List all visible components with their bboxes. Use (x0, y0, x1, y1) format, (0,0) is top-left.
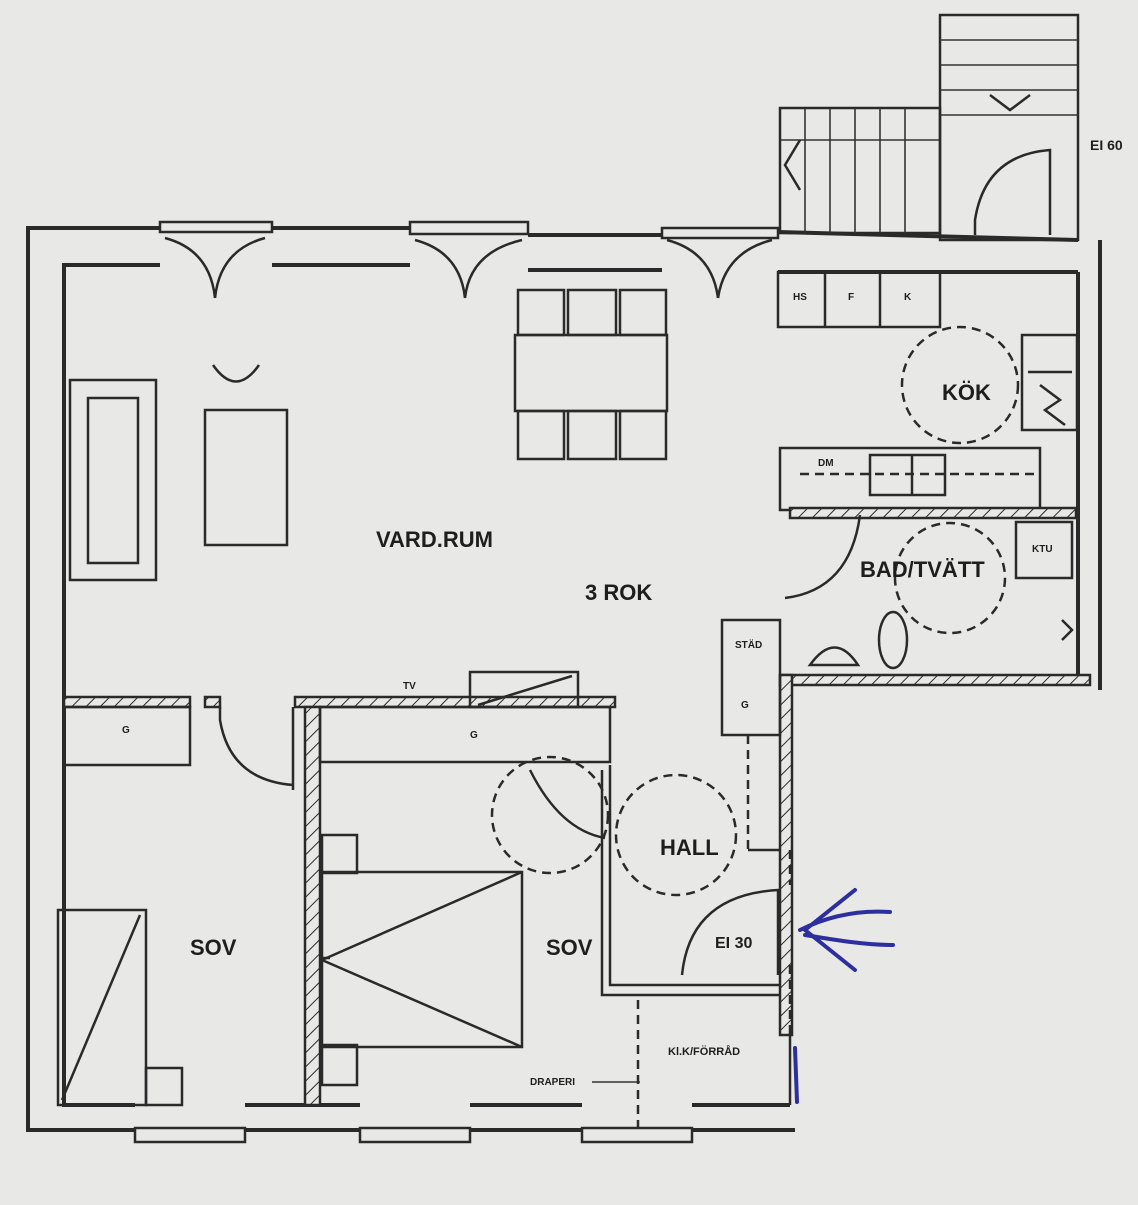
room-label-bedroom-left: SOV (190, 935, 237, 960)
fixture-label-f: F (848, 292, 854, 303)
fire-rating-stair-door: EI 60 (1090, 137, 1123, 153)
bathroom (778, 506, 1092, 1037)
room-label-living: VARD.RUM (376, 527, 493, 552)
fire-rating-entrance-door: EI 30 (715, 935, 752, 952)
fixture-label-g-left: G (122, 725, 130, 736)
room-label-kitchen: KÖK (942, 380, 991, 405)
interior-walls (56, 670, 617, 1107)
entrance-arrow-marker (793, 888, 895, 1104)
fixture-label-hs: HS (793, 292, 807, 303)
fixture-label-g-closet: G (741, 700, 749, 711)
room-label-hall: HALL (660, 835, 719, 860)
bedroom-right (320, 755, 780, 1087)
stairwell (778, 13, 1080, 242)
fixture-label-dm: DM (818, 458, 834, 469)
kitchen (776, 270, 1079, 512)
room-label-bedroom-right: SOV (546, 935, 593, 960)
fixture-label-tv: TV (403, 681, 416, 692)
room-label-bath: BAD/TVÄTT (860, 557, 985, 582)
windows (133, 220, 780, 1144)
fixture-label-ktu: KTU (1032, 544, 1053, 555)
fixture-label-stad: STÄD (735, 638, 762, 651)
fixture-label-k: K (904, 292, 912, 303)
outer-walls (26, 226, 1102, 1132)
room-label-storage: Kl.K/FÖRRÅD (668, 1045, 740, 1058)
fixture-label-draperi: DRAPERI (530, 1077, 575, 1088)
labels: VARD.RUM 3 ROK KÖK BAD/TVÄTT HALL SOV SO… (122, 137, 1123, 1088)
hall (592, 618, 792, 1130)
living-room-furniture (68, 364, 289, 582)
fixture-label-g-center: G (470, 730, 478, 741)
dining-table (513, 288, 669, 461)
apartment-type-label: 3 ROK (585, 580, 652, 605)
